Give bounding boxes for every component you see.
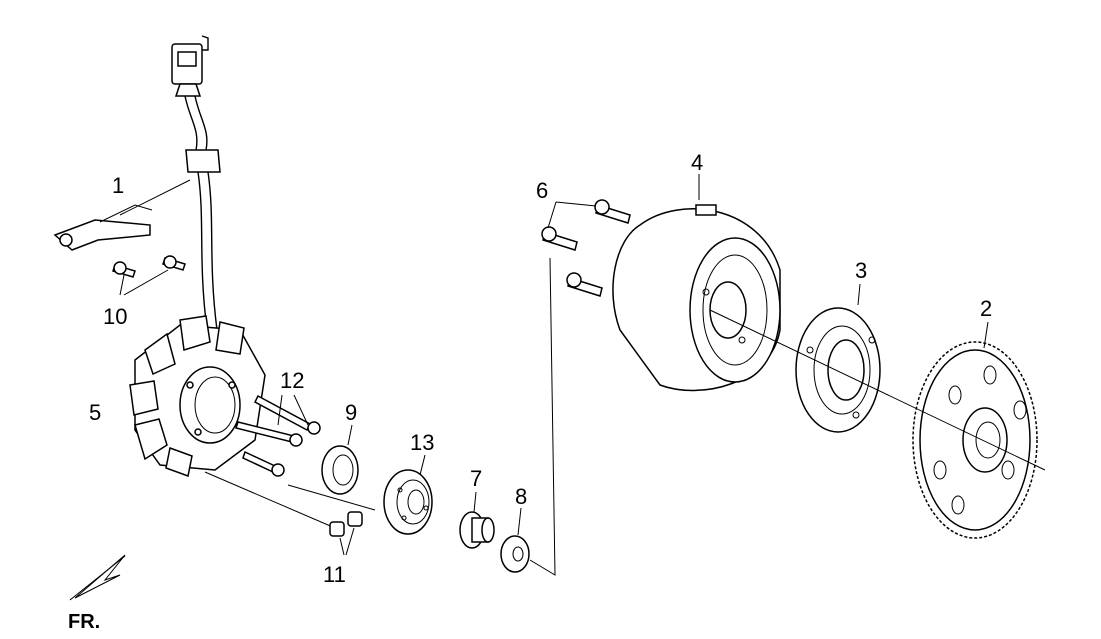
callout-1: 1 [112,173,124,198]
callout-6: 6 [536,178,548,203]
callout-9: 9 [345,400,357,425]
oil-seal [287,424,376,511]
callout-7: 7 [470,466,482,491]
wire-clamp-bracket [53,204,153,251]
callout-4: 4 [691,150,703,175]
flywheel-rotor [612,174,781,392]
callout-12: 12 [280,368,304,393]
stator-coil [129,315,266,478]
wire-harness [119,35,221,331]
stator-bolts [235,394,321,477]
dowel-pins [204,471,363,556]
callout-11: 11 [323,562,346,587]
callout-8: 8 [515,484,527,509]
collar [459,491,495,549]
front-label: FR. [68,611,100,633]
one-way-clutch [795,283,881,433]
callout-10: 10 [103,304,127,329]
callout-3: 3 [855,258,867,283]
callout-13: 13 [410,430,434,455]
assembly-axis [709,309,1046,471]
callout-2: 2 [980,296,992,321]
flywheel-bolts [541,199,631,297]
bearing [383,454,433,535]
washer [500,257,556,576]
front-direction-indicator [69,554,126,601]
callout-5: 5 [89,400,101,425]
bracket-screws [112,255,186,296]
starter-driven-gear [912,321,1038,539]
